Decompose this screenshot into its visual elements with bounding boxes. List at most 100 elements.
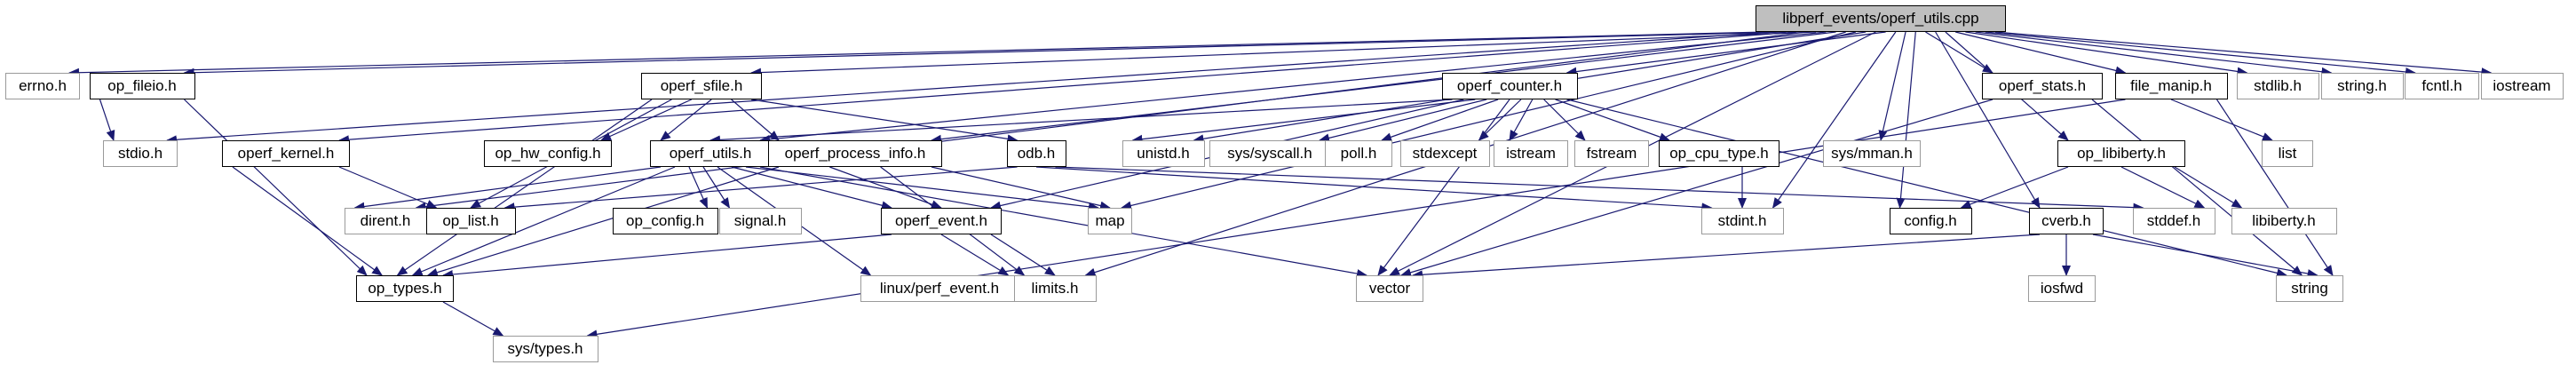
graph-node-odb-h[interactable]: odb.h bbox=[1006, 140, 1066, 167]
include-edge-operf_utils_h-to-vector bbox=[759, 166, 1367, 278]
include-edge-root-to-operf_utils_h bbox=[759, 31, 1827, 144]
include-edge-root-to-fcntl_h bbox=[1985, 31, 2416, 76]
graph-node-list: list bbox=[2262, 140, 2313, 167]
graph-node-stdint-h: stdint.h bbox=[1700, 208, 1784, 234]
graph-node-unistd-h: unistd.h bbox=[1122, 140, 1205, 167]
include-edge-operf_counter_h-to-fstream bbox=[1543, 99, 1586, 141]
graph-node-op-list-h[interactable]: op_list.h bbox=[425, 208, 516, 234]
include-edge-operf_sfile_h-to-operf_process_info_h bbox=[731, 99, 780, 141]
graph-node-operf-kernel-h[interactable]: operf_kernel.h bbox=[222, 140, 350, 167]
include-edge-operf_utils_h-to-op_config_h bbox=[688, 166, 709, 209]
graph-node-operf-process-info-h[interactable]: operf_process_info.h bbox=[768, 140, 942, 167]
include-edge-root-to-sys_mman_h bbox=[1878, 31, 1906, 141]
include-edge-root-to-iostream bbox=[1994, 31, 2493, 77]
graph-node-op-config-h[interactable]: op_config.h bbox=[612, 208, 718, 234]
graph-node-op-hw-config-h[interactable]: op_hw_config.h bbox=[484, 140, 612, 167]
include-edge-file_manip_h-to-sys_types_h bbox=[586, 99, 2126, 339]
include-edge-operf_sfile_h-to-op_types_h bbox=[396, 99, 653, 276]
include-edge-root-to-operf_process_info_h bbox=[931, 31, 1836, 144]
graph-node-dirent-h: dirent.h bbox=[344, 208, 427, 234]
include-edge-operf_event_h-to-linux_perf_event_h bbox=[940, 234, 1010, 276]
graph-node-operf-stats-h[interactable]: operf_stats.h bbox=[1982, 73, 2103, 99]
graph-node-fstream: fstream bbox=[1574, 140, 1649, 167]
graph-node-stdio-h: stdio.h bbox=[103, 140, 178, 167]
graph-node-op-libiberty-h[interactable]: op_libiberty.h bbox=[2057, 140, 2185, 167]
graph-node-string-h: string.h bbox=[2320, 73, 2404, 99]
graph-node-fcntl-h: fcntl.h bbox=[2405, 73, 2479, 99]
include-edge-root-to-operf_kernel_h bbox=[338, 31, 1796, 145]
include-edge-op_types_h-to-sys_types_h bbox=[442, 301, 504, 337]
include-edge-root-to-operf_counter_h bbox=[1565, 31, 1886, 76]
include-edge-file_manip_h-to-string bbox=[2215, 99, 2334, 276]
include-edge-op_fileio_h-to-stdio_h bbox=[99, 99, 115, 141]
include-edge-odb_h-to-op_list_h bbox=[503, 166, 1018, 212]
include-edge-operf_utils_h-to-map bbox=[745, 166, 1099, 211]
graph-node-map: map bbox=[1088, 208, 1132, 234]
graph-node-operf-sfile-h[interactable]: operf_sfile.h bbox=[641, 73, 762, 99]
graph-node-cverb-h[interactable]: cverb.h bbox=[2029, 208, 2104, 234]
include-edge-op_libiberty_h-to-libiberty_h bbox=[2174, 166, 2243, 209]
graph-node-operf-event-h[interactable]: operf_event.h bbox=[881, 208, 1002, 234]
graph-node-linux-perf-event-h: linux/perf_event.h bbox=[860, 275, 1019, 302]
graph-node-op-cpu-type-h[interactable]: op_cpu_type.h bbox=[1659, 140, 1779, 167]
include-edge-operf_counter_h-to-vector bbox=[1377, 99, 1510, 276]
include-edge-root-to-errno_h bbox=[68, 31, 1767, 77]
graph-node-stdexcept: stdexcept bbox=[1399, 140, 1490, 167]
graph-node-op-types-h[interactable]: op_types.h bbox=[356, 275, 454, 302]
include-edge-operf_kernel_h-to-op_list_h bbox=[338, 166, 438, 209]
graph-node-libiberty-h: libiberty.h bbox=[2231, 208, 2337, 234]
include-edge-operf_process_info_h-to-map bbox=[931, 166, 1111, 210]
include-edge-root-to-operf_stats_h bbox=[1925, 31, 1993, 74]
include-edge-root-to-string_h bbox=[1975, 31, 2333, 76]
graph-node-sys-syscall-h: sys/syscall.h bbox=[1209, 140, 1330, 167]
include-edge-cverb_h-to-vector bbox=[1412, 234, 2041, 280]
include-edge-operf_counter_h-to-stdexcept bbox=[1478, 99, 1522, 141]
include-edge-operf_event_h-to-limits_h bbox=[990, 234, 1056, 276]
include-edge-root-to-cverb_h bbox=[1935, 31, 2041, 209]
include-edge-operf_process_info_h-to-operf_event_h bbox=[829, 166, 942, 209]
include-edge-operf_counter_h-to-string bbox=[1566, 99, 2287, 278]
graph-node-op-fileio-h[interactable]: op_fileio.h bbox=[89, 73, 195, 99]
include-edge-root-to-operf_sfile_h bbox=[750, 31, 1817, 77]
graph-node-limits-h: limits.h bbox=[1013, 275, 1097, 302]
include-edge-op_fileio_h-to-op_types_h bbox=[184, 99, 368, 276]
include-edge-operf_counter_h-to-unistd_h bbox=[1131, 99, 1476, 144]
graph-node-sys-types-h: sys/types.h bbox=[492, 336, 598, 362]
graph-node-vector: vector bbox=[1356, 275, 1423, 302]
include-edge-root-to-config_h bbox=[1896, 31, 1916, 209]
include-edge-root-to-file_manip_h bbox=[1954, 31, 2127, 75]
graph-node-stdlib-h: stdlib.h bbox=[2236, 73, 2319, 99]
include-edge-root-to-op_fileio_h bbox=[183, 31, 1787, 77]
include-edge-operf_utils_h-to-dirent_h bbox=[353, 166, 662, 211]
include-edge-operf_kernel_h-to-op_types_h bbox=[232, 166, 384, 276]
graph-node-file-manip-h[interactable]: file_manip.h bbox=[2114, 73, 2228, 99]
graph-node-iostream: iostream bbox=[2480, 73, 2564, 99]
include-edge-root-to-map bbox=[1121, 31, 1857, 210]
include-edge-root-to-stdio_h bbox=[166, 31, 1777, 145]
include-edge-file_manip_h-to-list bbox=[2170, 99, 2273, 141]
graph-node-signal-h: signal.h bbox=[718, 208, 802, 234]
graph-node-config-h[interactable]: config.h bbox=[1889, 208, 1972, 234]
include-edge-operf_counter_h-to-op_cpu_type_h bbox=[1555, 99, 1670, 141]
include-edge-op_libiberty_h-to-stddef_h bbox=[2120, 166, 2206, 209]
include-edge-operf_sfile_h-to-odb_h bbox=[750, 99, 1019, 144]
include-edge-operf_stats_h-to-vector bbox=[1400, 99, 1993, 277]
graph-node-iosfwd: iosfwd bbox=[2028, 275, 2096, 302]
graph-node-operf-utils-h[interactable]: operf_utils.h bbox=[650, 140, 771, 167]
include-edge-root-to-stdlib_h bbox=[1965, 31, 2248, 76]
include-edge-cverb_h-to-string bbox=[2092, 234, 2318, 278]
include-edge-operf_process_info_h-to-op_types_h bbox=[426, 166, 780, 277]
include-edge-operf_sfile_h-to-operf_utils_h bbox=[660, 99, 712, 141]
graph-node-stddef-h: stddef.h bbox=[2132, 208, 2215, 234]
include-edge-operf_counter_h-to-operf_utils_h bbox=[709, 99, 1453, 145]
include-edge-operf_counter_h-to-sys_syscall_h bbox=[1319, 99, 1487, 143]
graph-node-istream: istream bbox=[1494, 140, 1568, 167]
include-edge-operf_sfile_h-to-op_hw_config_h bbox=[600, 99, 693, 141]
include-edge-operf_utils_h-to-signal_h bbox=[702, 166, 731, 209]
graph-node-operf-counter-h[interactable]: operf_counter.h bbox=[1441, 73, 1578, 99]
include-edge-operf_counter_h-to-istream bbox=[1509, 99, 1534, 141]
graph-node-root: libperf_events/operf_utils.cpp bbox=[1756, 5, 2006, 32]
